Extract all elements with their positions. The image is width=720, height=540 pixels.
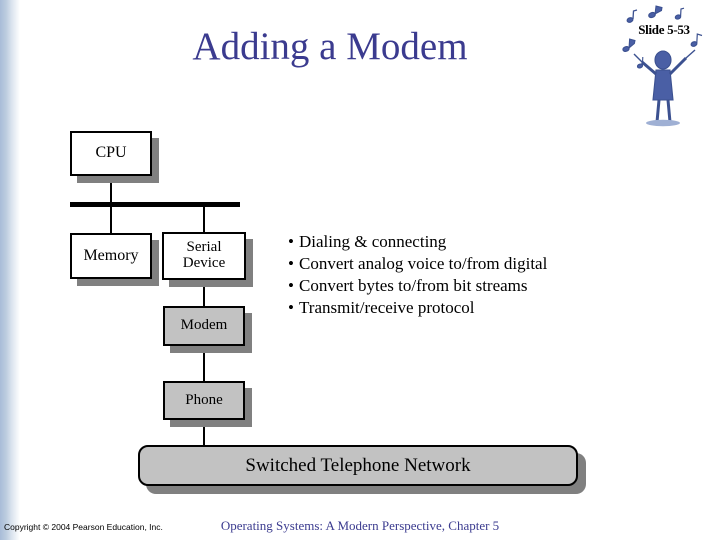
list-item: • Transmit/receive protocol xyxy=(288,297,618,319)
list-item: • Convert bytes to/from bit streams xyxy=(288,275,618,297)
diagram-box-cpu: CPU xyxy=(70,131,152,176)
phone-box-label: Phone xyxy=(185,391,223,408)
list-item: • Dialing & connecting xyxy=(288,231,618,253)
connector-serial-device-to-modem xyxy=(203,280,205,308)
bullet-text: Transmit/receive protocol xyxy=(299,298,475,317)
bullet-marker-icon: • xyxy=(288,232,294,251)
bullet-text: Convert bytes to/from bit streams xyxy=(299,276,528,295)
system-bus-line xyxy=(70,202,240,207)
conductor-music-notes-clipart xyxy=(622,5,703,127)
serial-device-box-label-line2: Device xyxy=(182,255,226,271)
network-box-label: Switched Telephone Network xyxy=(245,454,471,476)
slide-number-label: Slide 5-53 xyxy=(638,22,690,37)
connector-phone-to-network xyxy=(203,420,205,447)
bullet-list: • Dialing & connecting • Convert analog vo… xyxy=(288,231,618,319)
diagram-box-phone: Phone xyxy=(163,381,245,420)
footer-book-title: Operating Systems: A Modern Perspective,… xyxy=(220,518,500,533)
diagram-box-serial-device: Serial Device xyxy=(162,232,246,280)
serial-device-box-label-line1: Serial xyxy=(186,239,222,256)
memory-box-label: Memory xyxy=(83,246,139,264)
modem-box-label: Modem xyxy=(180,317,228,334)
list-item: • Convert analog voice to/from digital xyxy=(288,253,618,275)
bullet-marker-icon: • xyxy=(288,254,294,273)
diagram-box-switched-telephone-network: Switched Telephone Network xyxy=(138,445,578,486)
bullet-text: Convert analog voice to/from digital xyxy=(299,254,548,273)
page-title: Adding a Modem xyxy=(192,25,468,68)
footer-copyright: Copyright © 2004 Pearson Education, Inc. xyxy=(4,522,163,532)
diagram-box-modem: Modem xyxy=(163,306,245,346)
bullet-marker-icon: • xyxy=(288,276,294,295)
bullet-marker-icon: • xyxy=(288,298,294,317)
connector-bus-to-serial-device xyxy=(203,206,205,234)
connector-cpu-to-bus xyxy=(110,176,112,206)
connector-modem-to-phone xyxy=(203,346,205,382)
connector-bus-to-memory xyxy=(110,206,112,234)
left-edge-gradient-stripe xyxy=(0,0,20,540)
slide-badge: Slide 5-53 xyxy=(616,4,712,128)
bullet-text: Dialing & connecting xyxy=(299,232,447,251)
diagram-box-memory: Memory xyxy=(70,233,152,279)
cpu-box-label: CPU xyxy=(95,144,127,162)
